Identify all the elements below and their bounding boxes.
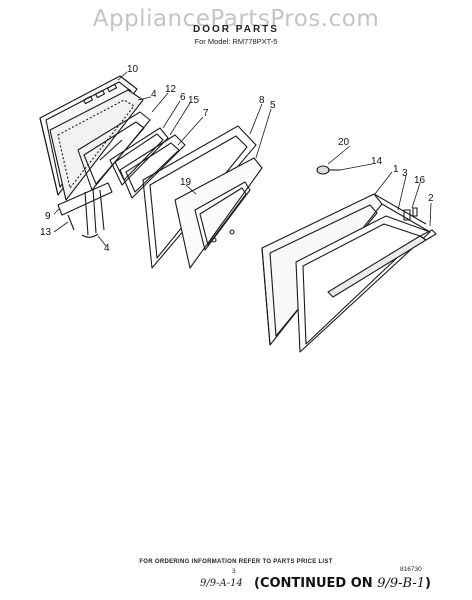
hinge-assembly — [57, 182, 113, 238]
model-subtitle: For Model: RM778PXT-5 — [194, 37, 278, 46]
callout-13: 13 — [40, 227, 52, 238]
continued-prefix: (CONTINUED ON — [254, 576, 378, 591]
callout-16: 16 — [414, 175, 426, 186]
door-insulation — [77, 111, 151, 191]
door-knob — [316, 165, 340, 175]
page-number: 3 — [232, 568, 236, 575]
door-frame — [142, 125, 257, 269]
diagram-code: 816730 — [400, 566, 422, 573]
door-liner — [49, 89, 144, 201]
handwritten-reference: 9/9-A-14 — [200, 578, 243, 589]
callout-8: 8 — [259, 95, 265, 106]
callout-5: 5 — [270, 100, 276, 111]
continued-reference: 9/9-B-1 — [377, 576, 425, 591]
ordering-note: FOR ORDERING INFORMATION REFER TO PARTS … — [139, 559, 333, 565]
callout-4-upper: 4 — [151, 89, 157, 100]
inner-door-panel — [174, 157, 263, 269]
glass-frame — [119, 134, 186, 199]
callout-labels: 10 4 12 6 15 7 8 5 19 9 13 4 20 14 1 3 1… — [40, 64, 434, 254]
callout-1: 1 — [393, 164, 399, 175]
callout-10: 10 — [127, 64, 139, 75]
callout-2: 2 — [428, 193, 434, 204]
callout-15: 15 — [188, 95, 200, 106]
callout-20: 20 — [338, 137, 350, 148]
continued-note: (CONTINUED ON 9/9-B-1) — [254, 576, 431, 591]
callout-9: 9 — [45, 211, 51, 222]
page-title: DOOR PARTS — [193, 24, 279, 35]
watermark-text: AppliancePartsPros.com — [92, 6, 380, 32]
continued-suffix: ) — [425, 576, 431, 591]
callout-6: 6 — [180, 92, 186, 103]
drawer-handle — [327, 229, 437, 298]
callout-14: 14 — [371, 156, 383, 167]
window-glass — [109, 127, 169, 186]
drawer-clips — [403, 207, 418, 221]
leader-lines — [53, 71, 432, 247]
callout-3: 3 — [402, 168, 408, 179]
callout-19: 19 — [180, 177, 192, 188]
callout-12: 12 — [165, 84, 177, 95]
callout-7: 7 — [203, 108, 209, 119]
callout-4-lower: 4 — [104, 243, 110, 254]
